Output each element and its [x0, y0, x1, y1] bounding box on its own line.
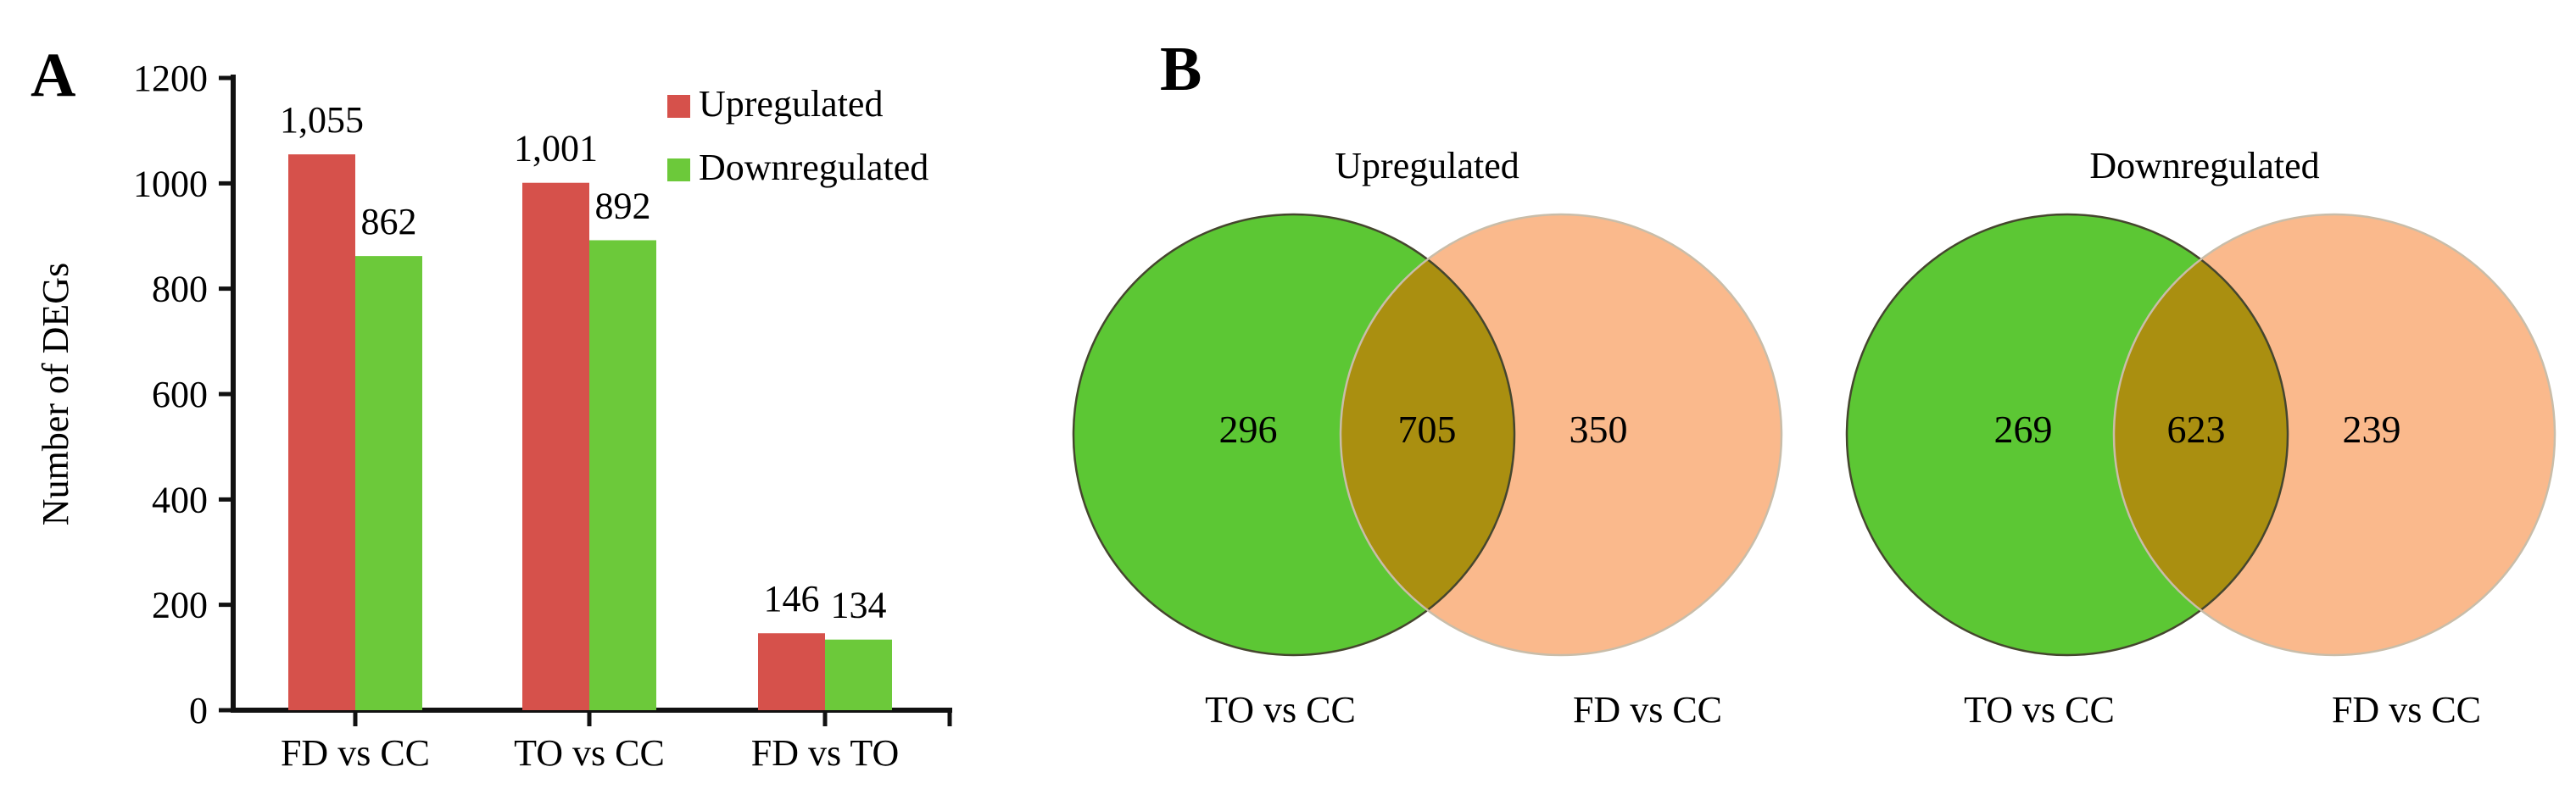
bar-upregulated-2 [522, 182, 589, 710]
y-tick-label: 1000 [133, 163, 208, 204]
legend-swatch-upregulated [667, 95, 690, 118]
venn-left-set-label: TO vs CC [1964, 689, 2115, 731]
panel-a-label: A [31, 41, 75, 110]
venn-title: Downregulated [2089, 145, 2319, 186]
x-category-label: TO vs CC [514, 732, 665, 774]
y-tick-label: 0 [189, 690, 208, 731]
y-tick-label: 400 [152, 479, 208, 520]
venn-right-set-label: FD vs CC [2332, 689, 2481, 731]
x-category-label: FD vs CC [281, 732, 430, 774]
bar-downregulated-1 [355, 256, 422, 711]
venn-title: Upregulated [1335, 145, 1519, 186]
panel-b-label: B [1160, 35, 1202, 104]
bar-upregulated-3 [758, 633, 825, 710]
venn-right-set-label: FD vs CC [1573, 689, 1722, 731]
y-tick-label: 600 [152, 374, 208, 415]
bar-downregulated-3 [825, 639, 892, 710]
venn-diagram-upregulated: Upregulated 296 705 350 TO vs CC FD vs C… [1072, 145, 1783, 731]
venn-overlap-region [1341, 214, 1514, 655]
y-tick-label: 1200 [133, 58, 208, 99]
venn-left-only-count: 269 [1994, 408, 2053, 451]
y-axis-title: Number of DEGs [35, 263, 76, 525]
venn-left-circle-outline [1072, 213, 1516, 657]
bar-value-label: 146 [764, 578, 820, 620]
venn-right-only-count: 350 [1570, 408, 1628, 451]
venn-left-only-count: 296 [1219, 408, 1278, 451]
legend-label-downregulated: Downregulated [699, 147, 928, 188]
venn-right-only-count: 239 [2343, 408, 2401, 451]
x-category-label: FD vs TO [751, 732, 899, 774]
bar-downregulated-2 [589, 240, 656, 710]
deg-bar-chart: 0 200 400 600 800 1000 1200 FD vs CC TO vs CC FD … [35, 58, 952, 774]
venn-right-circle-outline [2112, 213, 2556, 657]
bar-upregulated-1 [288, 154, 355, 710]
y-tick-label: 200 [152, 585, 208, 626]
venn-right-circle-outline [1339, 213, 1783, 657]
bar-value-label: 892 [595, 185, 651, 226]
bar-value-label: 862 [361, 201, 417, 242]
legend-label-upregulated: Upregulated [699, 83, 883, 125]
bar-value-label: 1,001 [514, 128, 598, 169]
legend-swatch-downregulated [667, 158, 690, 181]
y-tick-label: 800 [152, 269, 208, 310]
bar-value-label: 1,055 [280, 99, 364, 141]
venn-left-circle-outline [1845, 213, 2289, 657]
bar-value-label: 134 [831, 585, 887, 626]
venn-overlap-region [2114, 214, 2288, 655]
venn-left-set-label: TO vs CC [1205, 689, 1356, 731]
venn-intersection-count: 705 [1398, 408, 1457, 451]
venn-diagram-downregulated: Downregulated 269 623 239 TO vs CC FD vs… [1845, 145, 2556, 731]
venn-intersection-count: 623 [2167, 408, 2226, 451]
